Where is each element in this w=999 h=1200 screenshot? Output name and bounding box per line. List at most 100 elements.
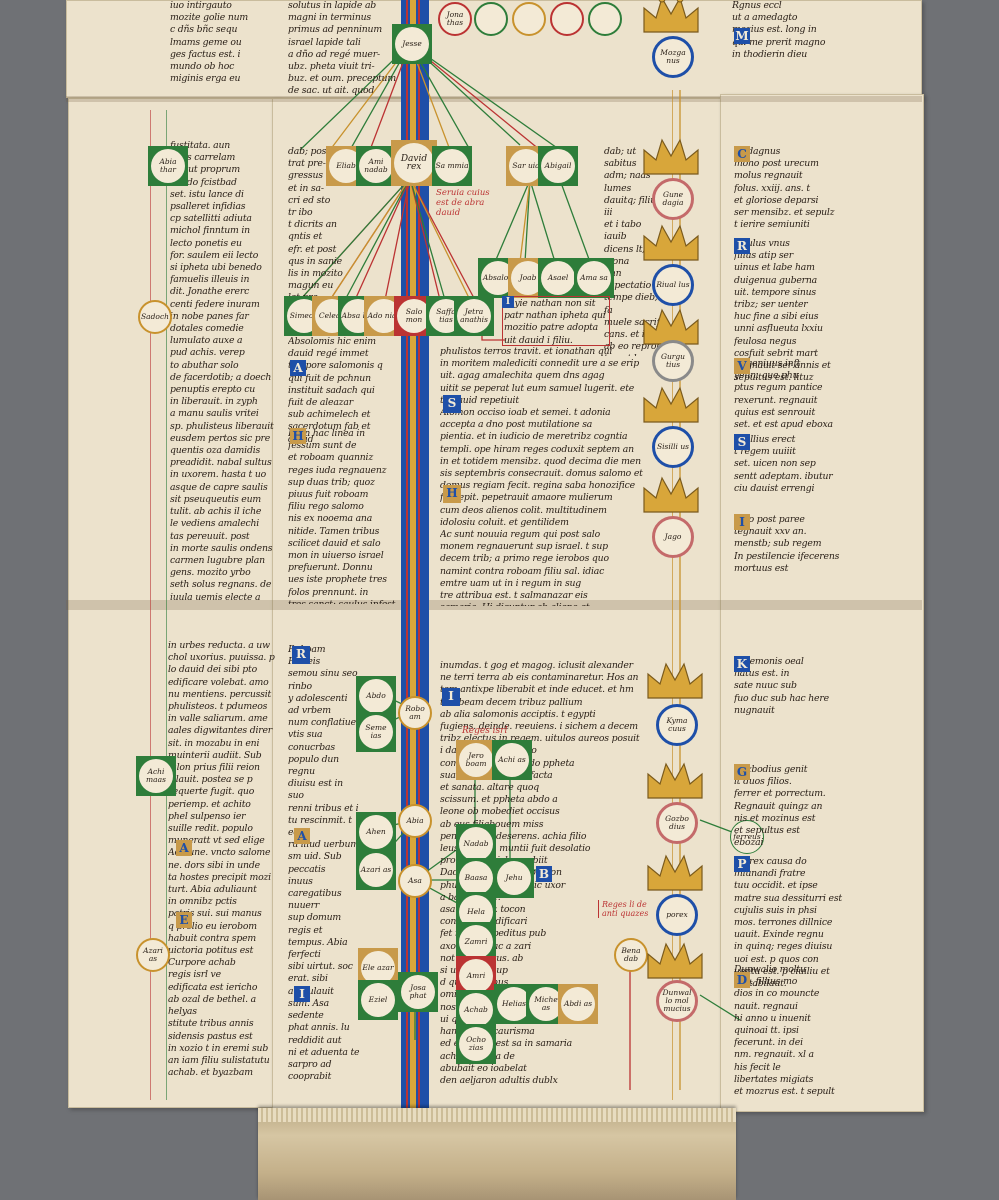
text-column: Jago post paree tegnauit xxv an. menstb;… [734,514,840,574]
rubric-saruia: Seruia cuius est de abra dauid [436,188,490,218]
medallion-ocho: Ocho zias [456,1024,496,1064]
medallion-eziel: Eziel [358,980,398,1020]
text-column: Dunwalio moltu nus. fillius mo dios in c… [734,964,835,1098]
text-column: fustitata. aun euns carrelam tercut prop… [170,140,274,600]
text-column: Perrex causa do miunandi fratre tuu occi… [734,856,842,990]
initial-letter: I [442,688,460,706]
text-column: phulistos terros travit. et ionathan qui… [440,346,643,606]
crown-icon [643,138,699,175]
medallion-amri: Amri [456,956,496,996]
initial-letter: S [443,395,461,413]
medallion [550,2,584,36]
medallion [512,2,546,36]
medallion-ahen: Ahen [356,812,396,852]
initial-letter: S [734,434,750,450]
initial-letter: B [536,866,552,882]
crown-icon [643,308,699,345]
text-column: dab; post e trat pre- gressus et in sa- … [288,146,343,296]
medallion-achab: Achab [456,990,496,1030]
crown-icon [643,0,699,33]
medallion-amasa: Ama sa [574,258,614,298]
initial-letter: I [502,296,514,308]
crown-icon [643,224,699,261]
ruling-line [672,90,673,1100]
medallion-achias: Achi as [492,740,532,780]
royal-line-red [406,0,408,1108]
fold-crease [66,600,922,610]
left-column-panel [68,98,280,1108]
roll-base [258,1108,736,1200]
medallion-josaphat: Josa phat [398,972,438,1012]
king-medallion-gorbodius: Gozbo dius [656,802,698,844]
medallion-azarias2: Azari as [356,850,396,890]
initial-letter: H [290,428,306,444]
initial-letter: H [443,485,461,503]
initial-letter: M [734,28,750,44]
initial-letter: A [290,360,306,376]
text-column: Ktaemonis oeal natus est. in sate nuuc s… [734,656,829,716]
text-column: Rifulus vnus filius atip ser uinus et la… [734,238,831,384]
crown-icon [647,942,703,979]
roll-edge [258,1108,736,1122]
medallion [588,2,622,36]
text-column: Sisillius erect t regem uuiiit set. uice… [734,434,833,494]
king-medallion-sisillius: Sisilli us [652,426,694,468]
text-column: Absolomis hic enim dauid regé immet temp… [288,336,383,445]
fold-crease [66,96,922,102]
crown-icon [643,476,699,513]
initial-letter: I [294,986,310,1002]
medallion-abdias: Abdi as [558,984,598,1024]
initial-letter: V [734,358,750,374]
text-column: iuo intirgauto mozite golie num c dñs bñ… [170,0,249,85]
medallion-samma: Sa mmia [432,146,472,186]
initial-letter: C [734,146,750,162]
king-medallion-riuallus: Riual lus [652,264,694,306]
medallion [474,2,508,36]
king-medallion-kymarcus: Kyma cuus [656,704,698,746]
text-column: Ondagnus mono post urecum molus regnauit… [734,146,835,231]
medallion-baasa: Baasa [456,858,496,898]
text-column: Rgnus eccl ut a amedagto mozius est. lon… [732,0,826,60]
initial-letter: E [176,912,192,928]
medallion-benedab: Bena dab [614,938,648,972]
royal-line-gold [410,0,416,1108]
crown-icon [647,762,703,799]
rubric-reges-lit: Reges li de anti quazes [598,900,652,918]
medallion-azarias: Azari as [136,938,170,972]
crown-icon [643,386,699,423]
initial-letter: I [734,514,750,530]
ruling-line [166,110,167,1100]
king-medallion-morgan: Mozga nus [652,36,694,78]
medallion-aminadab: Ami nadab [356,146,396,186]
medallion-abiathar: Abia thar [148,146,188,186]
king-medallion-gurgutius: Gurgu tius [652,340,694,382]
crown-icon [647,662,703,699]
crown-icon [647,854,703,891]
medallion-jehu: Jehu [494,858,534,898]
initial-letter: G [734,764,750,780]
medallion-abigail: Abigail [538,146,578,186]
king-medallion-jago: Jago [652,516,694,558]
medallion-roboam: Robo am [398,696,432,730]
text-column: Vngeniuus inft yeun. que phu ptus regum … [734,358,833,431]
medallion-abdo: Abdo [356,676,396,716]
royal-line-red [418,0,420,1108]
medallion-jeroboam: Jero boam [456,740,496,780]
initial-letter: A [176,840,192,856]
initial-letter: R [734,238,750,254]
medallion-ferreus: ferreus [730,820,764,854]
text-column: in urbes reducta. a uw chol uxorius. puu… [168,640,275,1080]
text-column: Gozbodius genit it duos filios. ferrer e… [734,764,826,849]
medallion-absalon: Absalon [478,258,518,298]
initial-letter: D [734,972,750,988]
medallion-jethra: Jetra anathis [454,296,494,336]
medallion-sarvia: Sar uia [506,146,546,186]
king-medallion-porex: porex [656,894,698,936]
medallion-semeias: Seme ias [356,712,396,752]
medallion-asael: Asael [538,258,578,298]
right-column-panel [720,94,924,1112]
medallion-asa: Asa [398,864,432,898]
medallion-zamri: Zamri [456,922,496,962]
ruling-line [150,110,151,1100]
